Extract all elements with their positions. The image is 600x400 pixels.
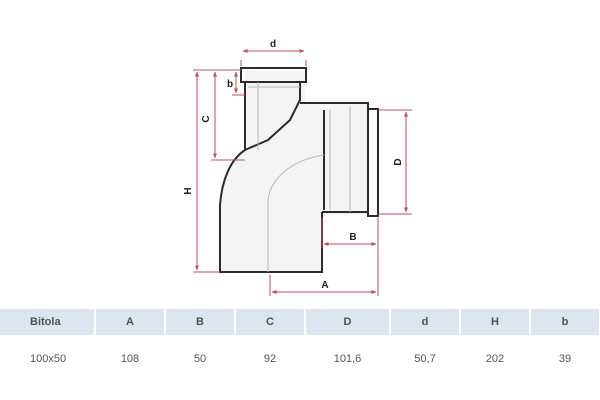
header-C: C: [235, 309, 306, 335]
dim-label-C: C: [201, 115, 212, 122]
cell-D: 101,6: [333, 353, 362, 365]
dim-label-A: A: [321, 280, 328, 291]
header-bitola: Bitola: [0, 309, 96, 335]
header-H: H: [460, 309, 531, 335]
dim-label-b: b: [227, 79, 233, 90]
header-d: d: [390, 309, 461, 335]
dim-label-H: H: [183, 187, 194, 194]
pipe-tee-technical-drawing: d b C H D B A: [183, 39, 412, 296]
dimension-lines: [193, 49, 412, 296]
dim-label-d: d: [270, 39, 276, 50]
cell-H: 202: [485, 353, 505, 365]
pipe-body: [220, 70, 368, 272]
table-header-row: Bitola A B C D d H b: [0, 309, 600, 335]
dim-label-B: B: [349, 232, 356, 243]
header-B: B: [165, 309, 236, 335]
table-row: 100x50 108 50 92 101,6 50,7 202 39: [0, 335, 600, 383]
header-b: b: [530, 309, 600, 335]
cell-C: 92: [263, 353, 277, 365]
pipe-outline: [219, 67, 379, 273]
header-A: A: [95, 309, 166, 335]
dimensions-table: Bitola A B C D d H b 100x50 108 50 92 10…: [0, 309, 600, 383]
cell-b: 39: [558, 353, 572, 365]
cell-bitola: 100x50: [30, 353, 67, 365]
cell-A: 108: [120, 353, 140, 365]
cell-d: 50,7: [414, 353, 436, 365]
header-D: D: [305, 309, 391, 335]
pipe-inner-lines: [248, 82, 351, 272]
cell-B: 50: [193, 353, 207, 365]
dim-label-D: D: [393, 158, 404, 165]
